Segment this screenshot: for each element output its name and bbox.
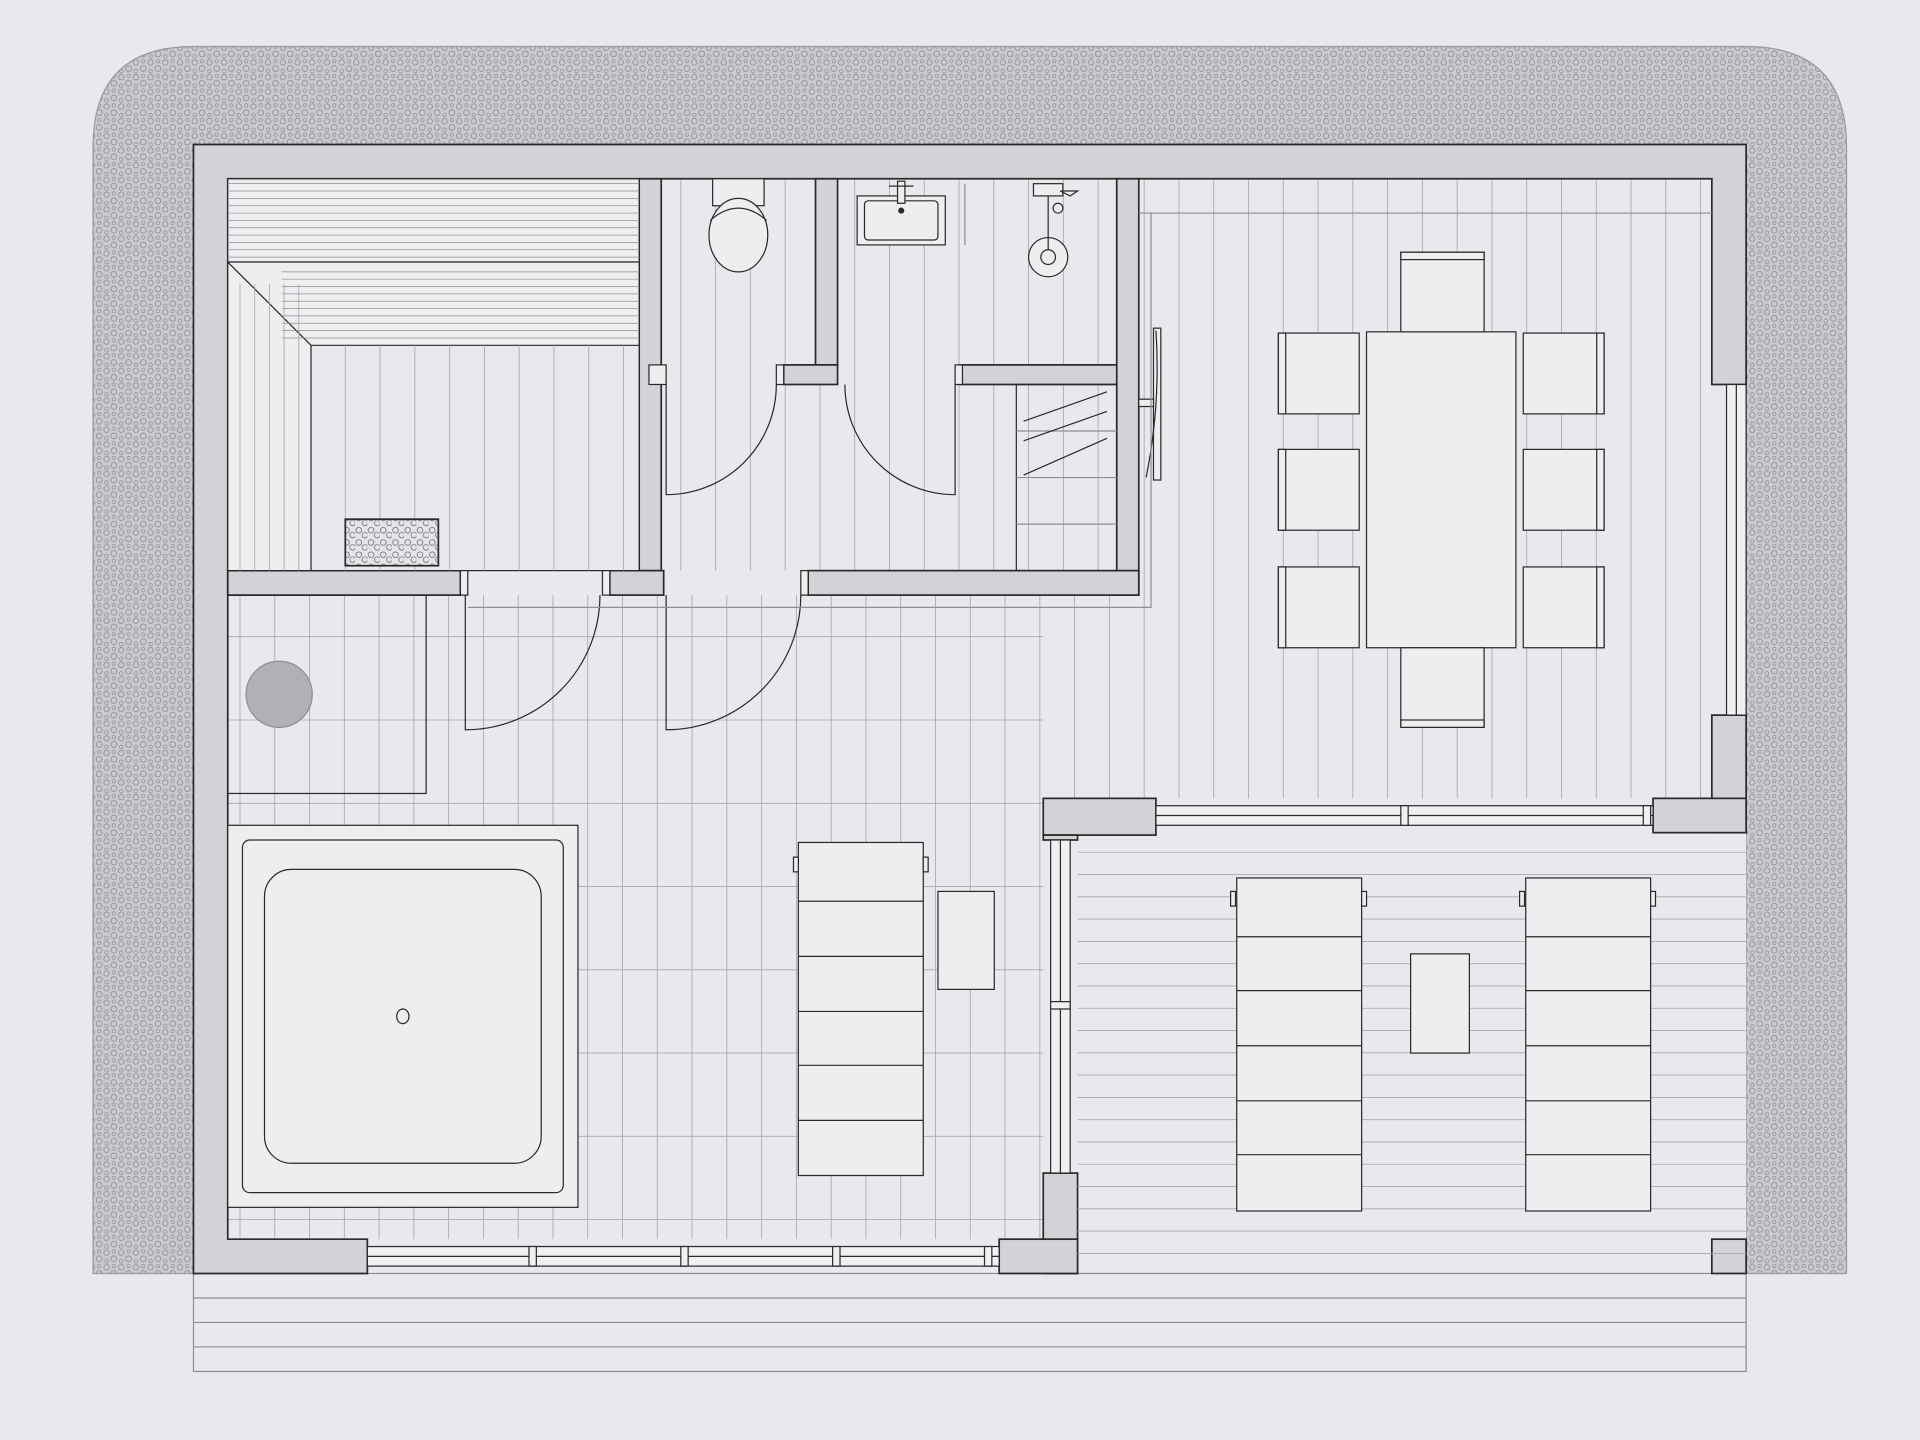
walls xyxy=(192,143,1747,1275)
side-table xyxy=(1410,953,1470,1054)
toilet xyxy=(708,178,769,273)
dining-chair xyxy=(1277,566,1360,649)
doors xyxy=(459,327,1162,731)
staircase xyxy=(1015,383,1118,572)
gravel-surround xyxy=(92,45,1848,1275)
sauna-stove xyxy=(344,518,440,567)
dining-chair xyxy=(1400,647,1485,728)
lounger xyxy=(1518,877,1657,1212)
dining-chair xyxy=(1522,332,1605,415)
relax-room xyxy=(227,594,995,1208)
dining-chair xyxy=(1277,332,1360,415)
windows xyxy=(366,383,1747,1267)
lounger xyxy=(792,841,929,1177)
shower-room xyxy=(856,180,1080,278)
dining-chair xyxy=(1522,448,1605,531)
side-table xyxy=(937,890,995,990)
outdoor-loungers xyxy=(1230,877,1657,1212)
dining-area xyxy=(467,212,1712,728)
front-deck xyxy=(192,1272,1747,1373)
plunge-pool xyxy=(227,824,579,1208)
dining-chair xyxy=(1522,566,1605,649)
dining-chair xyxy=(1400,251,1485,333)
round-tub xyxy=(245,660,313,728)
steam-sauna xyxy=(227,178,640,572)
lounger xyxy=(1230,877,1368,1212)
dining-chair xyxy=(1277,448,1360,531)
shower-head xyxy=(1027,183,1080,278)
dining-table xyxy=(1365,331,1517,649)
